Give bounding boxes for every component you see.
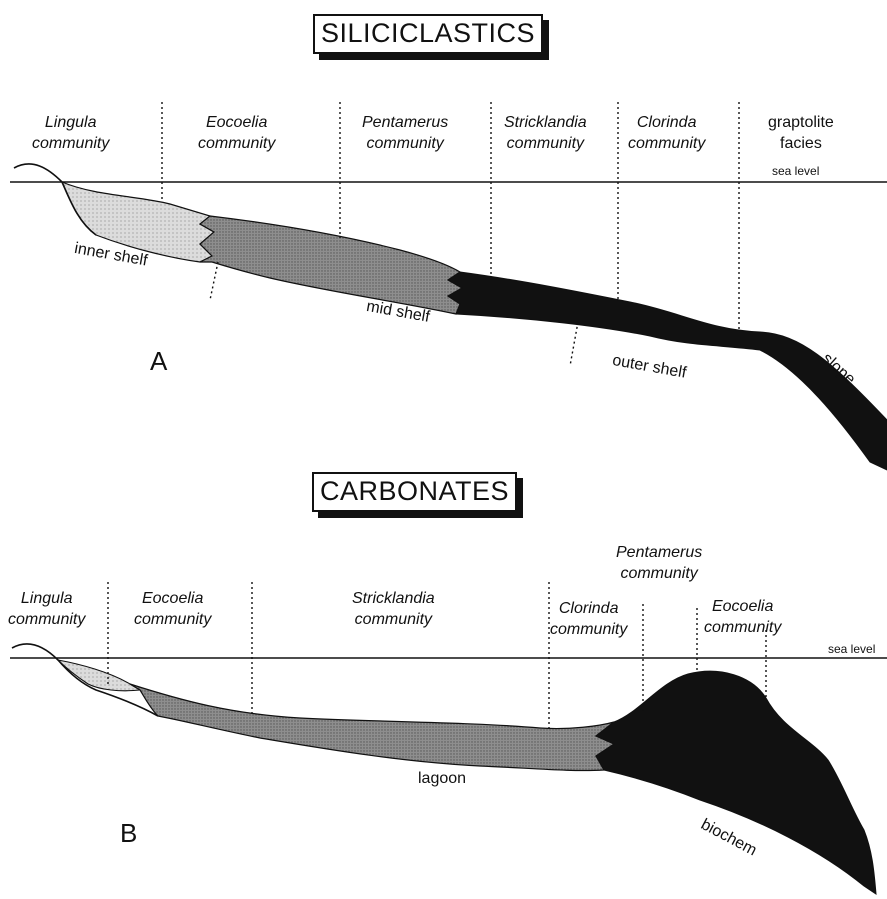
zone-boundary-inner-mid	[210, 262, 218, 300]
community-genus: Stricklandia	[352, 588, 435, 609]
community-word: community	[362, 133, 448, 154]
community-genus: Lingula	[32, 112, 109, 133]
panel-label-b: B	[120, 818, 137, 849]
community-word: community	[352, 609, 435, 630]
community-genus: Eocoelia	[704, 596, 781, 617]
community-word: facies	[768, 133, 834, 154]
panel-b-title: CARBONATES	[312, 472, 517, 512]
community-word: community	[704, 617, 781, 638]
community-genus: Pentamerus	[362, 112, 448, 133]
community-word: community	[32, 133, 109, 154]
community-a-stricklandia: Stricklandia community	[504, 112, 587, 154]
sea-level-label-b: sea level	[828, 642, 875, 656]
community-genus: Stricklandia	[504, 112, 587, 133]
community-a-graptolite: graptolite facies	[768, 112, 834, 154]
community-genus: Clorinda	[628, 112, 705, 133]
community-word: community	[616, 563, 702, 584]
community-a-clorinda: Clorinda community	[628, 112, 705, 154]
community-genus: Eocoelia	[134, 588, 211, 609]
community-word: community	[8, 609, 85, 630]
panel-a-profile	[10, 102, 887, 470]
community-genus: Eocoelia	[198, 112, 275, 133]
community-word: community	[504, 133, 587, 154]
community-b-stricklandia: Stricklandia community	[352, 588, 435, 630]
mid-shelf-wedge	[200, 216, 462, 314]
community-b-eocoelia-reef: Eocoelia community	[704, 596, 781, 638]
community-b-pentamerus: Pentamerus community	[616, 542, 702, 584]
zone-boundary-mid-outer	[570, 322, 578, 366]
community-word: community	[628, 133, 705, 154]
community-genus: Pentamerus	[616, 542, 702, 563]
community-b-eocoelia: Eocoelia community	[134, 588, 211, 630]
panel-a-title: SILICICLASTICS	[313, 14, 543, 54]
community-b-lingula: Lingula community	[8, 588, 85, 630]
community-genus: graptolite	[768, 112, 834, 133]
community-genus: Lingula	[8, 588, 85, 609]
community-a-eocoelia: Eocoelia community	[198, 112, 275, 154]
community-b-clorinda: Clorinda community	[550, 598, 627, 640]
community-word: community	[198, 133, 275, 154]
lagoon-wedge	[130, 684, 614, 771]
lingula-wedge-b	[58, 660, 140, 691]
community-word: community	[134, 609, 211, 630]
community-genus: Clorinda	[550, 598, 627, 619]
sea-level-label-a: sea level	[772, 164, 819, 178]
panel-label-a: A	[150, 346, 167, 377]
community-word: community	[550, 619, 627, 640]
zone-label-lagoon: lagoon	[418, 770, 466, 788]
community-a-pentamerus: Pentamerus community	[362, 112, 448, 154]
biochem-buildup	[596, 671, 876, 894]
community-a-lingula: Lingula community	[32, 112, 109, 154]
